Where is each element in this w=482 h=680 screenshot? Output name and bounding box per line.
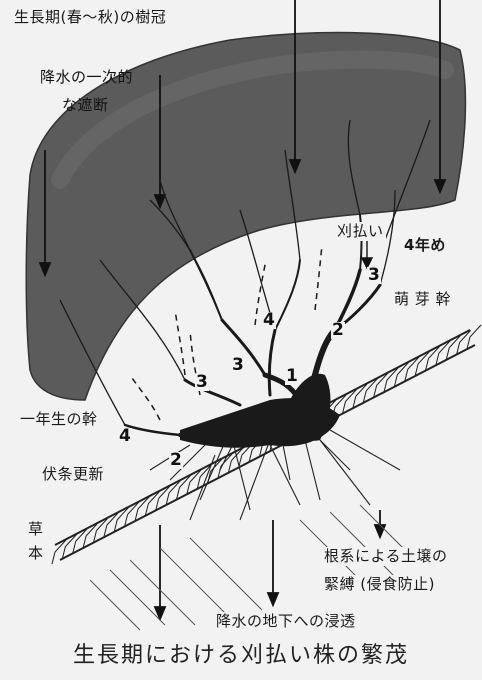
canopy-shape bbox=[26, 33, 465, 400]
label-sprout-trunk: 萌 芽 幹 bbox=[392, 290, 453, 309]
label-rain-block-2: な遮断 bbox=[62, 96, 109, 115]
label-root-2: 緊縛 (侵食防止) bbox=[322, 575, 437, 594]
label-herb-1: 草 bbox=[26, 520, 46, 539]
label-layering: 伏条更新 bbox=[40, 465, 106, 484]
figure-caption: 生長期における刈払い株の繁茂 bbox=[0, 637, 482, 669]
year-number-3-center: 3 bbox=[231, 357, 245, 374]
label-year4: 4年め bbox=[402, 236, 448, 255]
year-number-2-left: 2 bbox=[169, 452, 183, 469]
label-first-year-trunk: 一年生の幹 bbox=[18, 410, 100, 429]
label-root-1: 根系による土壌の bbox=[322, 547, 450, 566]
label-cutting: 刈払い bbox=[335, 222, 386, 241]
year-number-3-left: 3 bbox=[195, 374, 209, 391]
year-number-4-center: 4 bbox=[262, 312, 276, 329]
year-number-3-right: 3 bbox=[367, 267, 381, 284]
label-canopy: 生長期(春～秋)の樹冠 bbox=[14, 8, 166, 27]
label-herb-2: 本 bbox=[26, 544, 46, 563]
label-infiltration: 降水の地下への浸透 bbox=[214, 612, 358, 631]
grass-tick bbox=[52, 552, 55, 564]
year-number-2-center: 2 bbox=[331, 322, 345, 339]
label-rain-block-1: 降水の一次的 bbox=[40, 68, 133, 87]
cutting-pointer bbox=[362, 240, 372, 268]
year-number-1: 1 bbox=[285, 368, 299, 385]
grass-tick bbox=[470, 325, 481, 337]
year-number-4-left: 4 bbox=[118, 428, 132, 445]
